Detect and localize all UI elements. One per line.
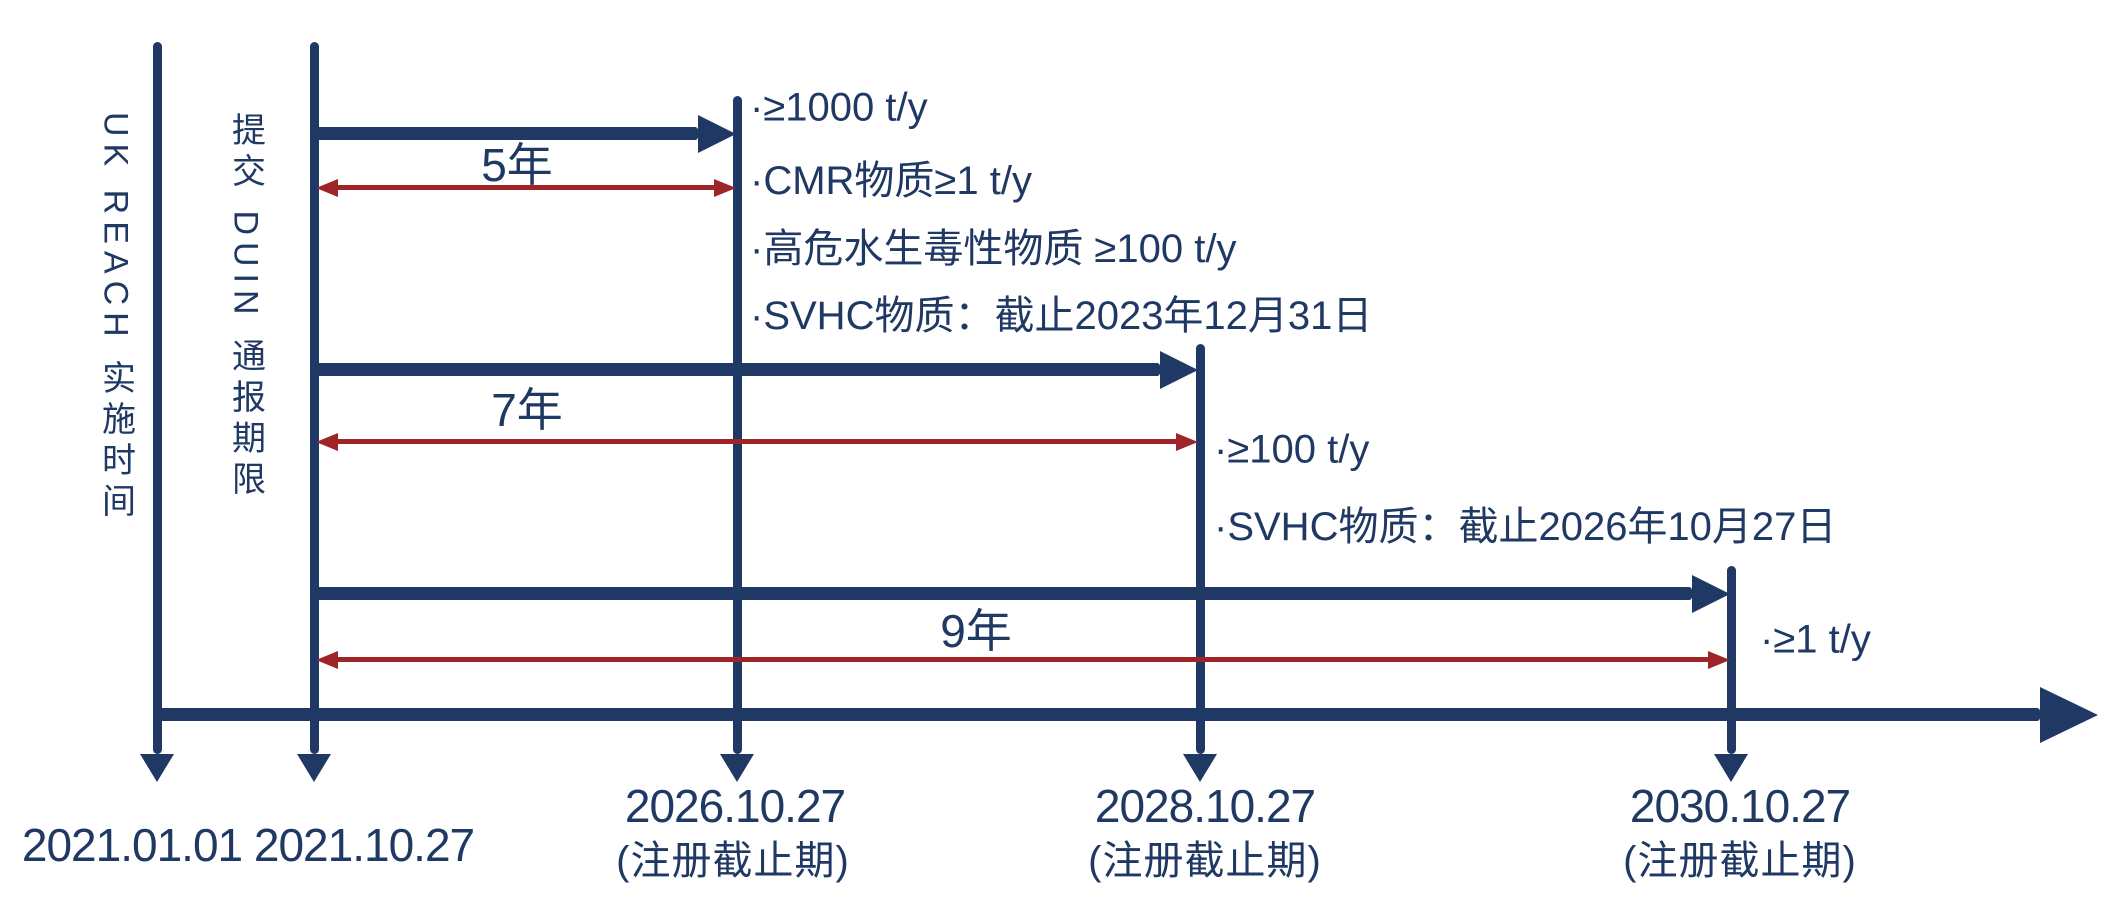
date-sublabel-2028: (注册截止期) [1088, 839, 1322, 883]
main-timeline-axis [154, 708, 2040, 721]
annotation-tier2-tonnage: ·≥100 t/y [1214, 427, 1370, 472]
red-span-7y-left-head [316, 433, 338, 451]
red-span-5y-left-head [316, 179, 338, 197]
date-label-2028-10-27: 2028.10.27 [1094, 780, 1316, 832]
blue-arrow-5y-head [698, 115, 736, 153]
date-sublabel-2026: (注册截止期) [616, 839, 850, 883]
date-label-2021-10-27: 2021.10.27 [253, 819, 475, 871]
annotation-tier3-tonnage: ·≥1 t/y [1760, 617, 1871, 662]
date-label-2030-10-27: 2030.10.27 [1629, 780, 1851, 832]
vline-2030-10-27 [1727, 566, 1736, 754]
duration-label-7y: 7年 [491, 384, 563, 436]
red-span-9y-right-head [1708, 651, 1730, 669]
vline-2028-10-27 [1196, 344, 1205, 754]
red-span-9y [336, 657, 1708, 662]
date-sublabel-2030: (注册截止期) [1623, 839, 1857, 883]
annotation-tier1-svhc: ·SVHC物质：截止2023年12月31日 [750, 294, 1373, 338]
annotation-tier1-aquatic-toxic: ·高危水生毒性物质 ≥100 t/y [750, 227, 1237, 271]
down-arrowhead-2026-10-27 [720, 754, 754, 782]
down-arrowhead-2028-10-27 [1183, 754, 1217, 782]
blue-arrow-9y-head [1692, 575, 1730, 613]
blue-arrow-5y [315, 127, 698, 140]
date-label-2021-01-01: 2021.01.01 [21, 819, 243, 871]
annotation-tier1-cmr: ·CMR物质≥1 t/y [750, 159, 1032, 203]
annotation-tier1-tonnage: ·≥1000 t/y [750, 85, 928, 130]
blue-arrow-9y [315, 587, 1692, 600]
blue-arrow-7y-head [1160, 351, 1198, 389]
annotation-tier2-svhc: ·SVHC物质：截止2026年10月27日 [1214, 505, 1837, 549]
main-timeline-arrowhead [2040, 687, 2098, 743]
down-arrowhead-2030-10-27 [1714, 754, 1748, 782]
red-span-7y [336, 439, 1176, 444]
down-arrowhead-2021-10-27 [297, 754, 331, 782]
red-span-9y-left-head [316, 651, 338, 669]
axis-title-duin-deadline: 提交 DUIN 通报期限 [226, 112, 265, 502]
red-span-5y [336, 185, 714, 190]
vline-2021-10-27 [310, 42, 319, 754]
blue-arrow-7y [315, 363, 1160, 376]
date-label-2026-10-27: 2026.10.27 [624, 780, 846, 832]
duration-label-9y: 9年 [940, 605, 1012, 657]
vline-2021-01-01 [153, 42, 162, 754]
axis-title-uk-reach-implementation: UK REACH 实施时间 [96, 112, 135, 525]
duration-label-5y: 5年 [481, 139, 553, 191]
red-span-5y-right-head [714, 179, 736, 197]
down-arrowhead-2021-01-01 [140, 754, 174, 782]
red-span-7y-right-head [1176, 433, 1198, 451]
vline-2026-10-27 [733, 96, 742, 754]
